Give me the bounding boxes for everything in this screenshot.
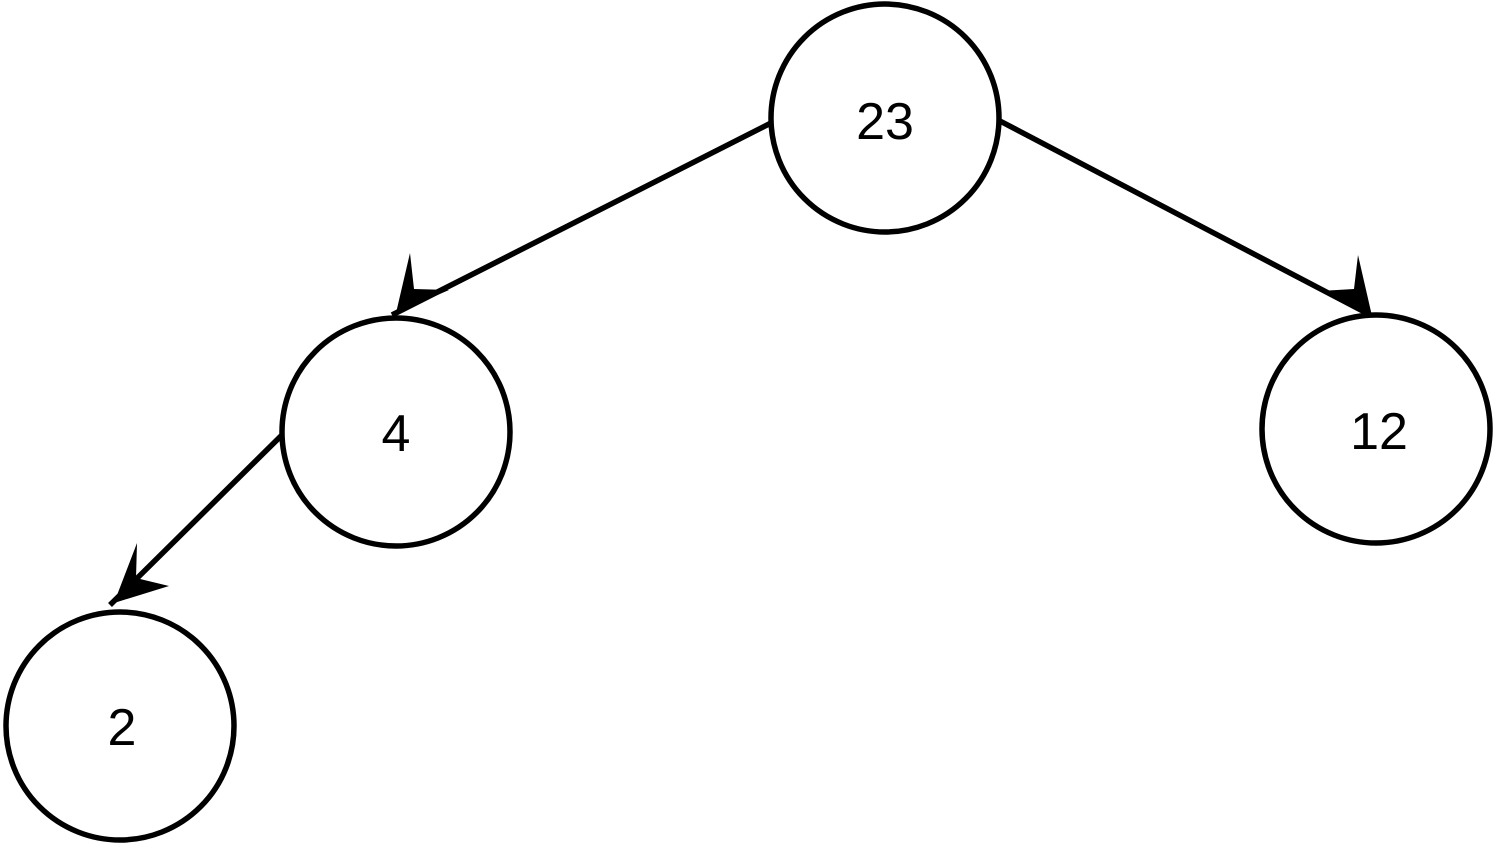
node-2[interactable]: 2 (3, 609, 237, 843)
node-circle-4 (279, 315, 513, 549)
edge-23-to-12[interactable] (998, 118, 1378, 321)
node-label-2: 2 (108, 699, 137, 757)
edge-23-to-4[interactable] (390, 119, 775, 318)
node-circle-23 (768, 1, 1002, 235)
node-23[interactable]: 23 (768, 1, 1002, 235)
edges-group (108, 118, 1378, 607)
arrowhead-icon-23-to-4 (396, 253, 449, 313)
edge-line-23-to-12 (998, 118, 1378, 321)
nodes-group: 23 4 12 2 (3, 1, 1493, 843)
node-4[interactable]: 4 (279, 315, 513, 549)
arrowhead-icon-23-to-12 (1320, 255, 1372, 316)
node-12[interactable]: 12 (1259, 312, 1493, 546)
edge-4-to-2[interactable] (108, 431, 286, 607)
edge-line-4-to-2 (108, 431, 286, 607)
node-circle-12 (1259, 312, 1493, 546)
node-label-12: 12 (1350, 403, 1408, 461)
node-circle-2 (3, 609, 237, 843)
node-label-23: 23 (856, 93, 914, 151)
edge-line-23-to-4 (390, 119, 775, 318)
arrowhead-icon-4-to-2 (114, 543, 169, 603)
node-label-4: 4 (382, 405, 411, 463)
